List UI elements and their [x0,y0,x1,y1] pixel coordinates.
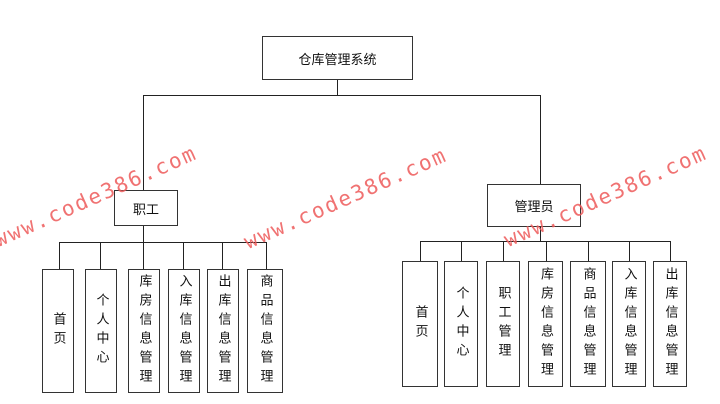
staff-module-connector [143,242,144,269]
admin-module-node: 库房信息管理 [528,261,563,387]
admin-module-label: 入库信息管理 [621,267,637,381]
staff-module-label: 入库信息管理 [176,274,192,388]
staff-module-label: 个人中心 [93,293,109,369]
admin-module-connector [670,241,671,261]
staff-module-label: 商品信息管理 [257,274,273,388]
admin-module-node: 职工管理 [486,261,520,387]
staff-node-label: 职工 [132,202,159,218]
staff-module-label: 库房信息管理 [136,274,152,388]
admin-node-label: 管理员 [514,200,554,215]
admin-module-node: 个人中心 [444,261,478,387]
staff-module-connector [100,242,101,269]
admin-module-connector [461,241,462,261]
staff-module-label: 首页 [50,312,66,350]
root-node: 仓库管理系统 [262,36,413,80]
admin-module-label: 职工管理 [495,286,511,362]
staff-connector-down [143,226,144,242]
admin-module-node: 商品信息管理 [570,261,606,387]
admin-module-node: 首页 [402,261,438,387]
admin-module-connector [546,241,547,261]
staff-module-node: 首页 [42,269,74,393]
admin-module-connector [503,241,504,261]
admin-module-node: 入库信息管理 [612,261,646,387]
admin-module-label: 出库信息管理 [662,267,678,381]
staff-module-node: 入库信息管理 [168,269,200,393]
admin-module-connector [420,241,421,261]
admin-connector-down [540,227,541,241]
staff-module-connector [183,242,184,269]
admin-connector-horizontal [420,241,670,242]
staff-connector-up [143,95,144,190]
staff-module-node: 出库信息管理 [207,269,239,393]
admin-node: 管理员 [487,184,581,227]
staff-module-connector [59,242,60,269]
admin-module-label: 个人中心 [453,286,469,362]
staff-module-node: 商品信息管理 [247,269,283,393]
root-connector-horizontal [143,95,540,96]
root-node-label: 仓库管理系统 [298,52,377,68]
admin-module-connector [629,241,630,261]
staff-connector-horizontal [59,242,266,243]
staff-module-node: 个人中心 [85,269,117,393]
root-connector-down [337,80,338,95]
admin-module-node: 出库信息管理 [653,261,687,387]
staff-module-connector [222,242,223,269]
admin-connector-up [540,95,541,184]
staff-module-connector [266,242,267,269]
staff-module-node: 库房信息管理 [128,269,160,393]
staff-node: 职工 [114,190,178,226]
admin-module-connector [588,241,589,261]
watermark-text: www.code386.com [240,142,451,254]
admin-module-label: 商品信息管理 [580,267,596,381]
admin-module-label: 首页 [412,305,428,343]
admin-module-label: 库房信息管理 [538,267,553,381]
staff-module-label: 出库信息管理 [215,274,231,388]
